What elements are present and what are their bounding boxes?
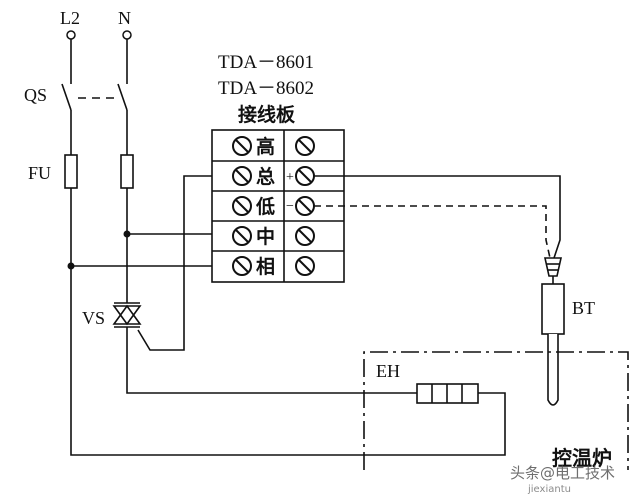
heater-label: EH — [376, 361, 400, 381]
terminal-row-4: 中 — [232, 225, 315, 248]
switch-label: QS — [24, 85, 47, 105]
gate-wire — [137, 175, 231, 351]
terminal-label: 低 — [255, 195, 275, 218]
screw-icon — [232, 256, 252, 276]
screw-icon — [232, 166, 252, 186]
fuse-label: FU — [28, 163, 51, 183]
switch-qs — [61, 39, 128, 111]
line-l2-label: L2 — [60, 8, 80, 28]
watermark-text: 头条@电工技术 — [510, 464, 615, 482]
n-terminal — [122, 30, 132, 40]
line-n-label: N — [118, 8, 131, 28]
model-1: TDA－8601 — [218, 52, 314, 73]
triac-to-heater-wire — [126, 327, 417, 394]
fuse-l2 — [64, 154, 78, 189]
terminal-row-5: 相 — [232, 256, 315, 278]
terminal-row-2: 总 + — [232, 165, 315, 188]
terminal-label: 相 — [256, 256, 275, 278]
screw-icon — [295, 256, 315, 276]
l2-return-wire — [70, 188, 506, 456]
furnace-boundary — [363, 351, 629, 470]
model-2: TDA－8602 — [218, 78, 314, 99]
sensor-wire-plus — [314, 175, 561, 259]
triac-label: VS — [82, 308, 105, 328]
terminal-label: 总 — [256, 165, 275, 188]
screw-icon — [295, 196, 315, 216]
sensor-label: BT — [572, 298, 595, 318]
sensor-bt — [541, 257, 565, 406]
sensor-wire-minus — [314, 205, 551, 259]
fuse-n — [120, 154, 134, 189]
heater-eh — [416, 383, 479, 404]
minus-sign: − — [286, 199, 294, 214]
triac-vs — [112, 302, 142, 328]
terminal-board — [211, 129, 345, 283]
screw-icon — [232, 136, 252, 156]
screw-icon — [295, 136, 315, 156]
furnace-label: 控温炉 — [552, 446, 612, 470]
screw-icon — [295, 226, 315, 246]
watermark-url: jiexiantu — [527, 484, 571, 494]
screw-icon — [295, 166, 315, 186]
terminal-label: 中 — [256, 225, 275, 248]
terminal-row-3: 低 − — [232, 195, 315, 218]
terminal-row-1: 高 — [232, 135, 315, 158]
terminal-label: 高 — [256, 135, 275, 158]
screw-icon — [232, 226, 252, 246]
l2-terminal — [66, 30, 76, 40]
screw-icon — [232, 196, 252, 216]
plus-sign: + — [286, 170, 294, 185]
board-title: 接线板 — [238, 103, 296, 126]
